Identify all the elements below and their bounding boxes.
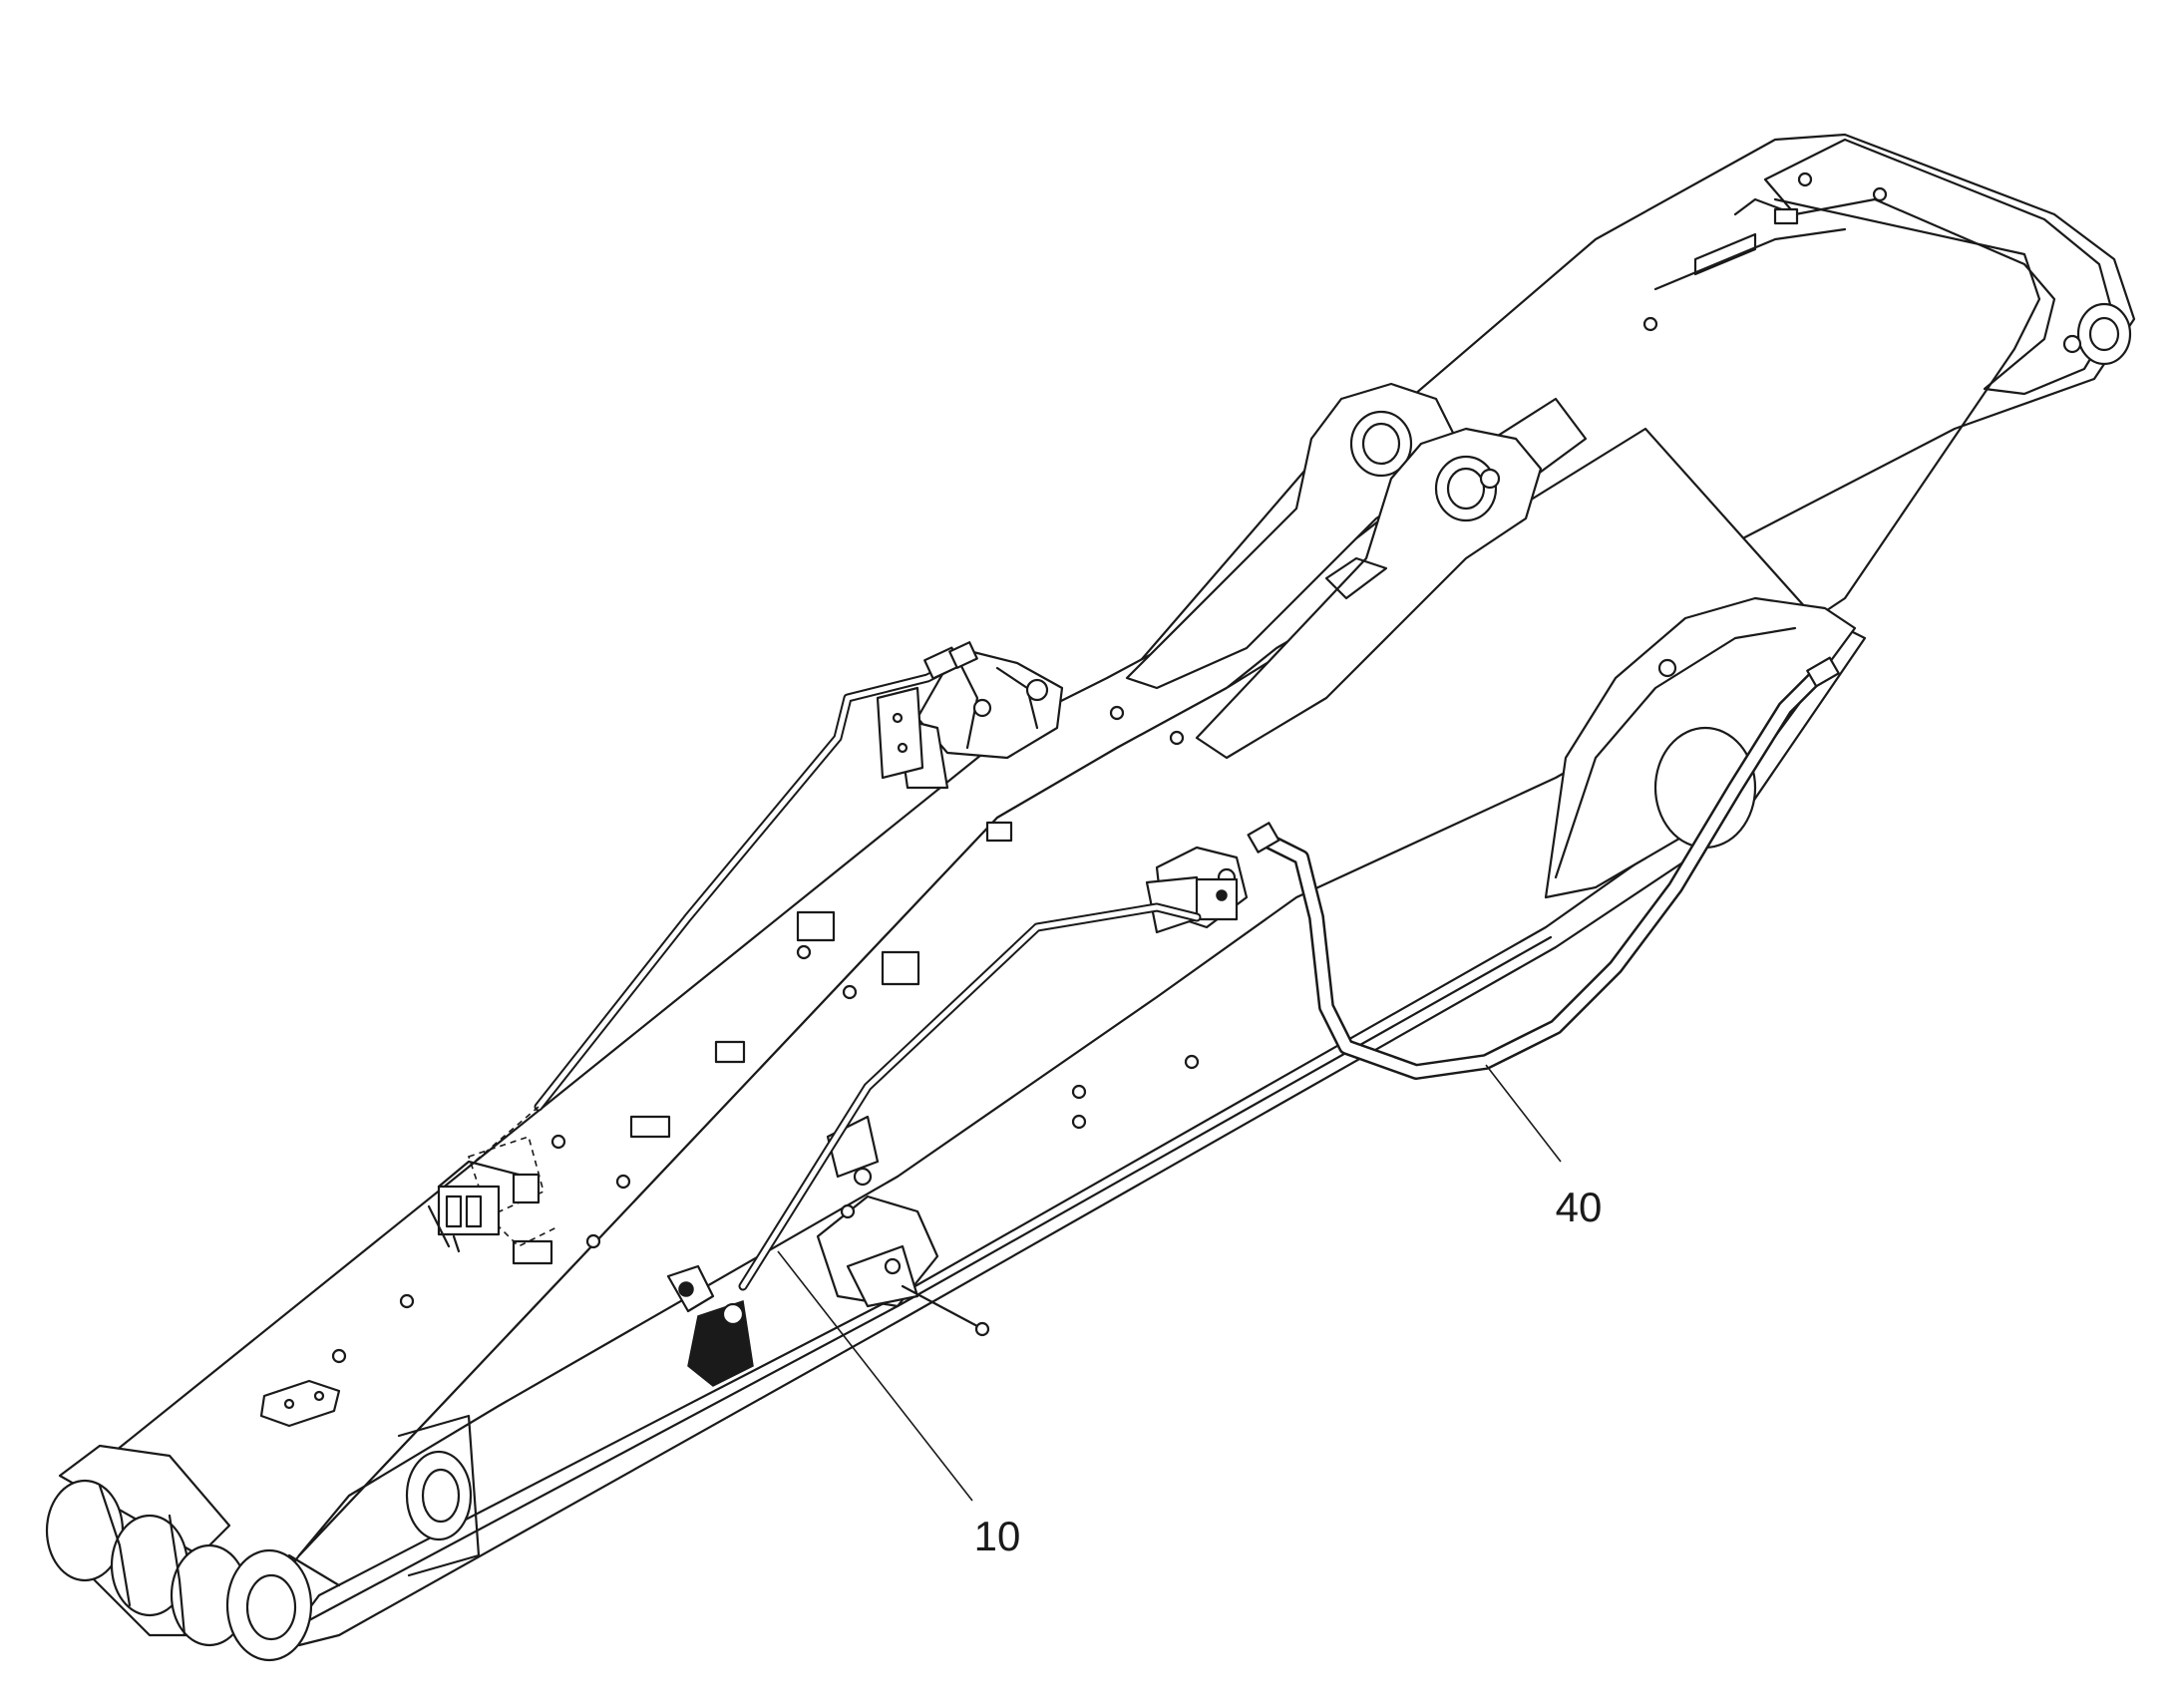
- boom-tip-pin-hole: [2076, 302, 2132, 366]
- side-boss: [405, 1450, 473, 1541]
- boom-foot: [45, 1414, 481, 1662]
- hose-40: [1247, 656, 1840, 1080]
- boom-upper-rail: [1763, 138, 2116, 396]
- boom-pin-hole-right: [1434, 455, 1498, 522]
- bracket-top: [876, 686, 924, 780]
- connector-plug: [666, 1264, 754, 1387]
- callout-10: 10: [777, 1250, 1021, 1559]
- top-face-details: [259, 705, 1200, 1428]
- switch-cluster: [427, 1160, 541, 1253]
- foot-pin-end: [225, 1548, 313, 1662]
- callout-40: 40: [1485, 1064, 1603, 1230]
- valve-block-lower: [816, 1115, 990, 1337]
- callout-label-40: 40: [1556, 1184, 1603, 1230]
- callout-label-10: 10: [974, 1513, 1021, 1559]
- boom-pin-hole-left: [1349, 410, 1413, 478]
- pipe-assembly-10: [468, 641, 1202, 1387]
- valve-block-top: [876, 646, 1064, 790]
- valve-block-mid: [1145, 846, 1249, 934]
- excavator-boom: [58, 133, 2136, 1647]
